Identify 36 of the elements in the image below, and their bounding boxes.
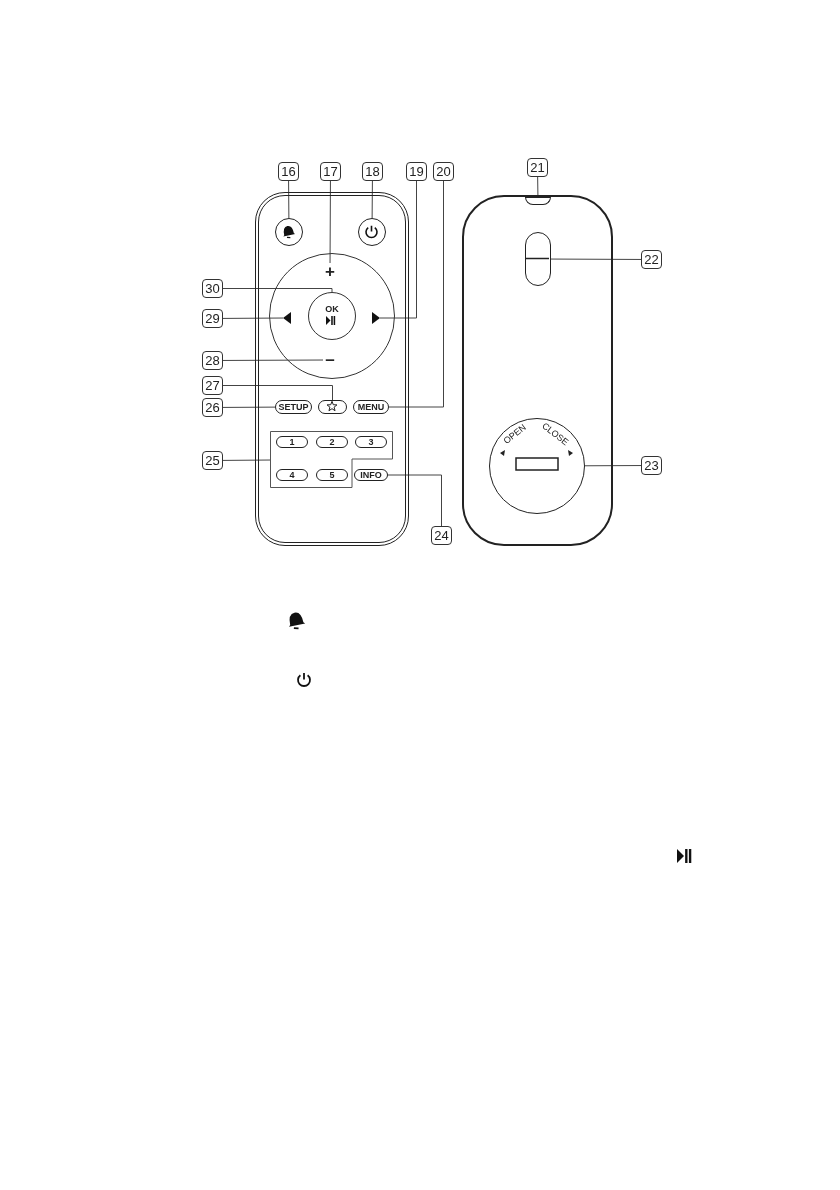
leader-line (222, 406, 276, 408)
leader-line (371, 180, 373, 219)
leader-line (387, 474, 442, 527)
leader-line (388, 180, 444, 408)
number-button-group (270, 431, 393, 488)
callout-number: 19 (406, 162, 427, 181)
remote-back (462, 195, 613, 546)
lanyard-slot (525, 197, 551, 205)
callout-number: 16 (278, 162, 299, 181)
leader-line (550, 258, 642, 260)
button-sign: + (323, 263, 337, 281)
callout-number: 26 (202, 398, 223, 417)
callout-number: 21 (527, 158, 548, 177)
callout-number: 22 (641, 250, 662, 269)
button-label: OK (325, 304, 339, 314)
remote-front (255, 192, 409, 546)
leader-line (222, 359, 324, 361)
leader-line (222, 288, 333, 293)
callout-number: 18 (362, 162, 383, 181)
leader-line (222, 459, 271, 461)
leader-line (329, 180, 331, 264)
callout-number: 29 (202, 309, 223, 328)
button-sign: – (323, 351, 337, 369)
leader-line (222, 317, 284, 319)
callout-number: 27 (202, 376, 223, 395)
callout-number: 17 (320, 162, 341, 181)
callout-number: 30 (202, 279, 223, 298)
callout-number: 25 (202, 451, 223, 470)
callout-number: 28 (202, 351, 223, 370)
leader-line (222, 385, 333, 401)
callout-number: 23 (641, 456, 662, 475)
leader-line (288, 180, 290, 219)
callout-number: 24 (431, 526, 452, 545)
leader-line (379, 180, 417, 319)
callout-number: 20 (433, 162, 454, 181)
leader-line (584, 465, 642, 467)
